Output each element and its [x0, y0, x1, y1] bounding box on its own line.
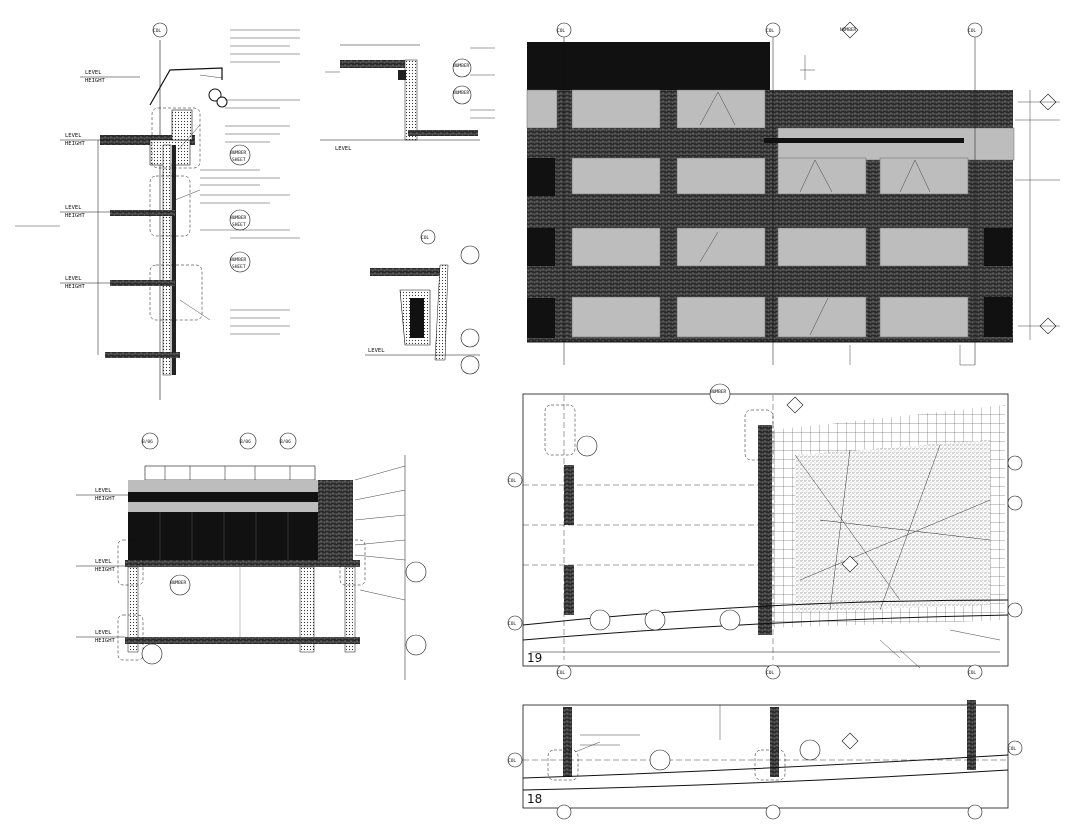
tag-number: NUMBER: [710, 389, 727, 395]
sill-detail: COL LEVEL: [365, 229, 480, 375]
height-label: HEIGHT: [65, 141, 86, 147]
tag-number: NUMBER: [230, 150, 247, 156]
tag-sheet: SHEET: [232, 264, 246, 270]
column-bubble-label: COL: [968, 28, 976, 34]
column-bubble-label: COL: [766, 670, 774, 676]
level-marker: LEVEL HEIGHT LEVEL HEIGHT LEVEL HEIGHT L…: [60, 70, 140, 290]
section-tag: B/06: [240, 439, 251, 445]
tag-number: NUMBER: [170, 580, 187, 586]
wall-section-detail: COL LEVEL HEIGHT LEVEL HEIGHT LEVEL: [15, 22, 300, 400]
column-bubble: [152, 22, 168, 38]
column-bubble-label: COL: [1008, 746, 1016, 752]
level-label: LEVEL: [335, 146, 352, 152]
column-bubble-label: COL: [557, 28, 565, 34]
tag-number: NUMBER: [230, 257, 247, 263]
height-label: HEIGHT: [65, 213, 86, 219]
level-label: LEVEL: [95, 559, 112, 565]
height-label: HEIGHT: [95, 567, 116, 573]
level-label: LEVEL: [368, 348, 385, 354]
detail-number-18: 18: [527, 792, 542, 806]
elevation-tag: NUMBER: [840, 27, 857, 33]
height-label: HEIGHT: [95, 638, 116, 644]
level-label: LEVEL: [65, 276, 82, 282]
section-tag: B/06: [280, 439, 291, 445]
tag-sheet: SHEET: [232, 222, 246, 228]
level-label: LEVEL: [95, 630, 112, 636]
column-bubble-label: COL: [153, 28, 161, 34]
column-bubble-label: COL: [766, 28, 774, 34]
height-label: HEIGHT: [85, 78, 106, 84]
tag-number: NUMBER: [453, 90, 470, 96]
column-bubble-label: COL: [421, 235, 429, 241]
tag-sheet: SHEET: [232, 157, 246, 163]
level-label: LEVEL: [65, 205, 82, 211]
tag-number: NUMBER: [453, 63, 470, 69]
column-bubble-label: COL: [968, 670, 976, 676]
parapet-detail: NUMBER NUMBER LEVEL: [320, 44, 495, 152]
level-label: LEVEL: [65, 133, 82, 139]
section-tag: B/06: [142, 439, 153, 445]
level-label: LEVEL: [95, 488, 112, 494]
height-label: HEIGHT: [65, 284, 86, 290]
height-label: HEIGHT: [95, 496, 116, 502]
level-marker: LEVEL HEIGHT LEVEL HEIGHT LEVEL HEIGHT: [76, 488, 128, 644]
column-bubble-label: COL: [508, 621, 516, 627]
column-bubble-label: COL: [508, 758, 516, 764]
plan-detail-18: COL COL 18: [507, 700, 1023, 820]
tag-number: NUMBER: [230, 215, 247, 221]
plan-detail-19: COL COL COL COL COL NUMBER 19: [507, 383, 1023, 680]
column-bubble-label: COL: [557, 670, 565, 676]
detail-callout-tags: NUMBER SHEET NUMBER SHEET NUMBER SHEET: [229, 144, 251, 273]
level-label: LEVEL: [85, 70, 102, 76]
detail-number-19: 19: [527, 651, 542, 665]
column-bubble-label: COL: [508, 478, 516, 484]
entry-canopy-section: B/06 B/06 B/06 LEVEL HEIGHT LEVEL HEIGHT…: [76, 432, 427, 680]
building-elevation: COL COL COL NUMBER: [526, 21, 1060, 366]
